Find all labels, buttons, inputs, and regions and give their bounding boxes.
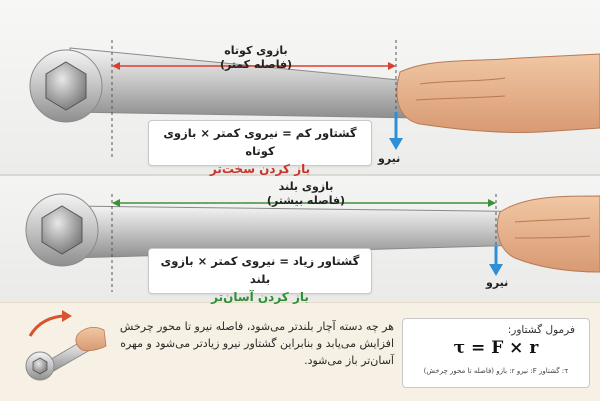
long-arm-formula: گشتاور زیاد = نیروی کمتر × بازوی بلند	[160, 254, 360, 286]
panel-divider	[0, 174, 600, 176]
torque-formula-box: فرمول گشتاور: τ = F × r τ: گشتاور F: نیر…	[402, 318, 590, 388]
long-arm-subtitle: (فاصله بیشتر)	[266, 194, 346, 207]
short-arm-subtitle: (فاصله کمتر)	[219, 58, 293, 71]
long-arm-result: باز کردن آسان‌تر	[211, 290, 309, 304]
short-arm-formula-box: گشتاور کم = نیروی کمتر × بازوی کوتاه باز…	[148, 120, 372, 176]
long-arm-title: بازوی بلند	[278, 180, 334, 193]
small-wrench-illustration	[25, 310, 107, 381]
long-arm-formula-box: گشتاور زیاد = نیروی کمتر × بازوی بلند با…	[148, 248, 372, 304]
formula-title: فرمول گشتاور:	[507, 324, 575, 336]
long-arm-dimension	[111, 194, 497, 292]
force-arrow-top	[389, 112, 403, 150]
short-arm-label: بازوی کوتاه (فاصله کمتر)	[196, 44, 316, 72]
torque-formula: τ = F × r	[453, 338, 539, 358]
rotation-arrow-icon	[28, 314, 67, 337]
explanation-text: هر چه دسته آچار بلندتر می‌شود، فاصله نیر…	[119, 320, 394, 367]
force-label-top: نیرو	[378, 152, 401, 165]
hand-icon	[75, 326, 107, 352]
force-arrow-middle	[489, 246, 503, 276]
nut-icon	[45, 61, 87, 111]
long-arm-label: بازوی بلند (فاصله بیشتر)	[246, 180, 366, 208]
hand-top	[396, 53, 600, 134]
short-arm-title: بازوی کوتاه	[224, 44, 288, 57]
nut-icon	[41, 205, 83, 255]
short-arm-dimension	[111, 40, 397, 160]
force-label-middle: نیرو	[486, 276, 509, 289]
hand-middle	[496, 195, 600, 273]
short-arm-result: باز کردن سخت‌تر	[209, 162, 311, 176]
short-arm-formula: گشتاور کم = نیروی کمتر × بازوی کوتاه	[163, 126, 357, 158]
formula-legend: τ: گشتاور F: نیرو r: بازو (فاصله تا محور…	[423, 367, 569, 375]
